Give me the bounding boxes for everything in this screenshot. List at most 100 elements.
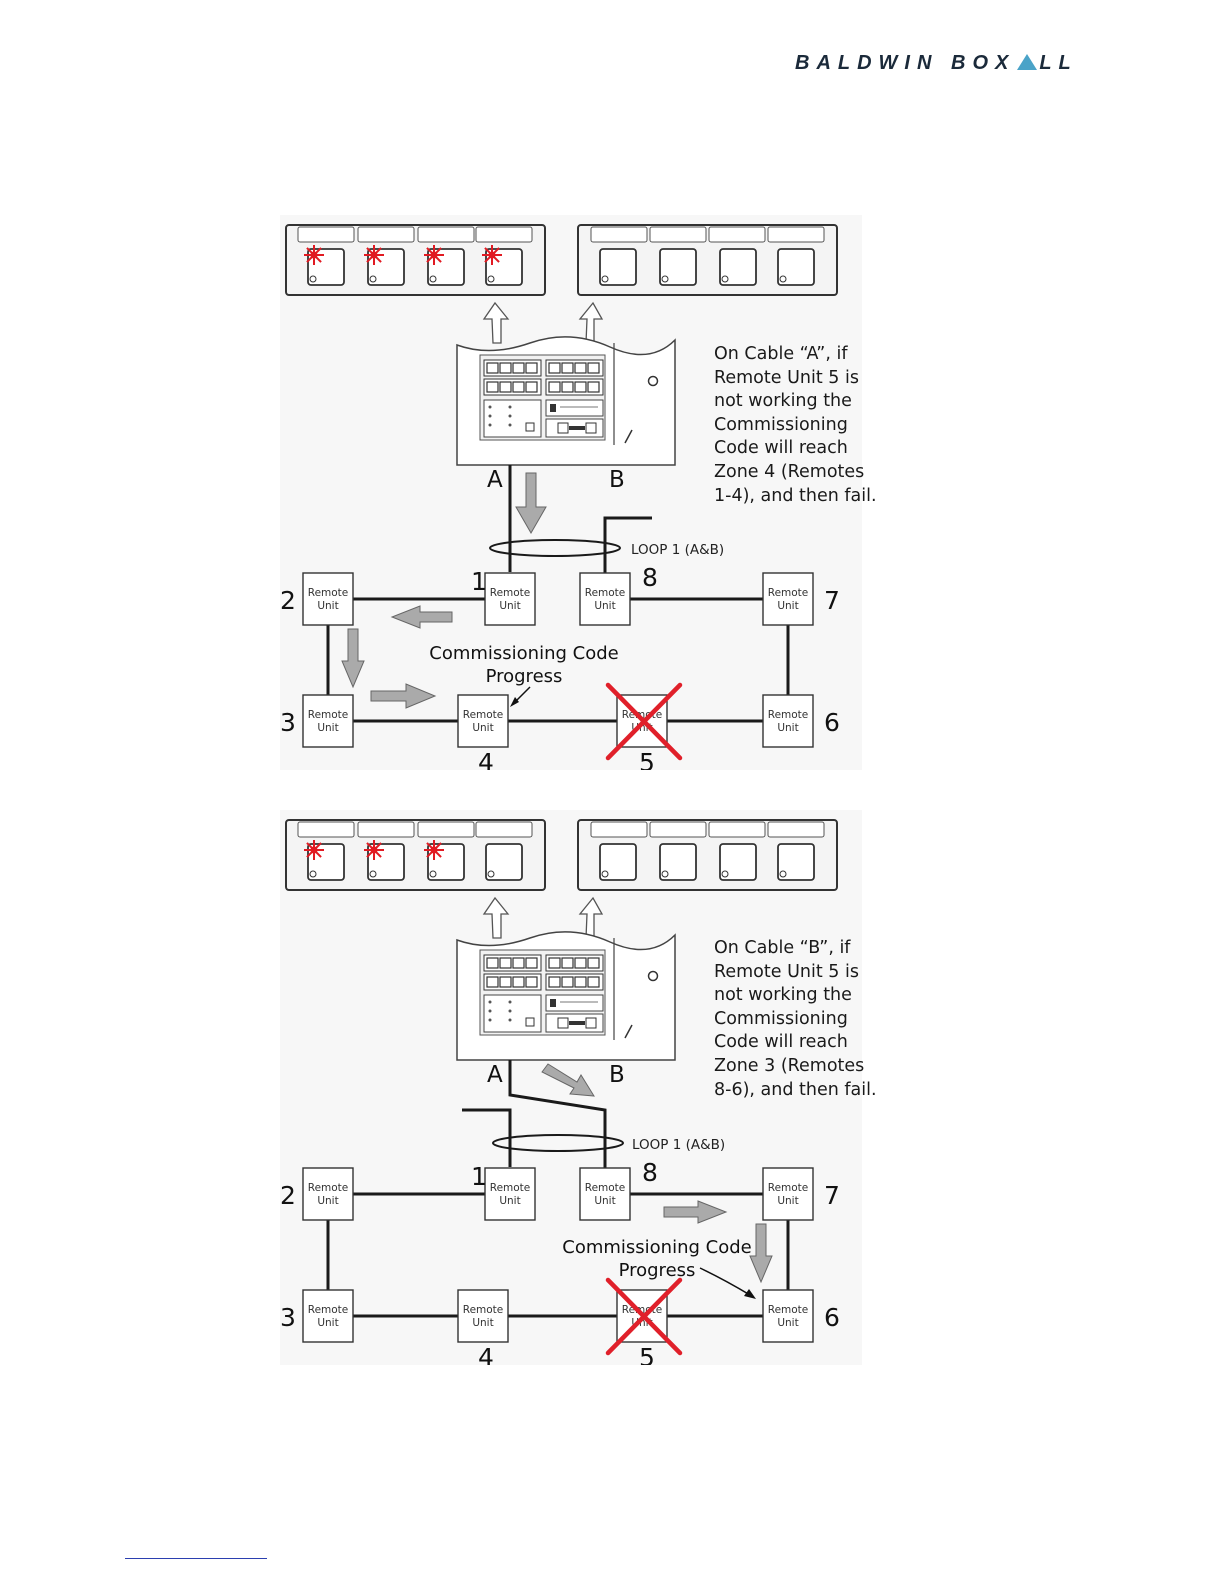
lit-led-icon [364, 245, 384, 265]
unit-number-3: 3 [280, 1303, 296, 1332]
svg-text:Unit: Unit [777, 600, 798, 612]
svg-text:Remote: Remote [768, 709, 809, 721]
up-arrow-icon [578, 301, 604, 344]
progress-arrow-icon [390, 605, 453, 629]
progress-arrow-icon [515, 472, 547, 535]
explanation-note-b: On Cable “B”, if Remote Unit 5 is not wo… [714, 938, 877, 1100]
svg-text:Remote: Remote [768, 1182, 809, 1194]
svg-text:Remote: Remote [308, 587, 349, 599]
svg-text:Remote: Remote [463, 1304, 504, 1316]
zone-board-right [577, 819, 838, 891]
loop-ellipse [492, 1134, 624, 1152]
svg-text:Remote: Remote [768, 587, 809, 599]
svg-text:Unit: Unit [472, 722, 493, 734]
svg-text:Remote: Remote [585, 1182, 626, 1194]
loop-wiring [326, 1192, 790, 1318]
progress-arrow-icon [541, 1063, 595, 1097]
svg-text:Unit: Unit [499, 1195, 520, 1207]
zone-board-right [577, 224, 838, 296]
svg-text:Unit: Unit [317, 1195, 338, 1207]
unit-number-3: 3 [280, 708, 296, 737]
loop-label: LOOP 1 (A&B) [631, 542, 724, 558]
progress-label-line1: Commissioning Code [562, 1237, 751, 1258]
unit-number-7: 7 [824, 1181, 840, 1210]
svg-text:Remote: Remote [585, 587, 626, 599]
lit-led-icon [364, 840, 384, 860]
controller-unit [456, 336, 676, 466]
unit-number-4: 4 [478, 748, 494, 770]
svg-text:Remote: Remote [308, 709, 349, 721]
cable-b-line [603, 516, 652, 575]
zone-board-left [285, 819, 546, 891]
up-arrow-icon [578, 896, 604, 939]
svg-text:Remote: Remote [308, 1304, 349, 1316]
brand-triangle-icon [1017, 54, 1038, 70]
loop-ellipse [489, 539, 621, 557]
svg-text:Remote: Remote [490, 1182, 531, 1194]
cable-b-line [508, 1060, 607, 1168]
footer-rule [125, 1558, 267, 1559]
unit-number-8: 8 [642, 1158, 658, 1187]
progress-label-line2: Progress [619, 1260, 696, 1281]
unit-number-6: 6 [824, 708, 840, 737]
unit-number-5: 5 [639, 748, 655, 770]
lit-led-icon [304, 245, 324, 265]
svg-text:Unit: Unit [317, 1317, 338, 1329]
progress-label-line2: Progress [486, 666, 563, 687]
zone-leds-b [304, 840, 444, 860]
lit-led-icon [424, 840, 444, 860]
up-arrow-icon [482, 896, 510, 939]
controller-unit [456, 931, 676, 1061]
svg-text:Unit: Unit [777, 1195, 798, 1207]
svg-text:Unit: Unit [594, 1195, 615, 1207]
unit-number-7: 7 [824, 586, 840, 615]
fault-cross-icon [605, 682, 683, 761]
progress-arrow-icon [370, 683, 437, 709]
svg-text:Unit: Unit [594, 600, 615, 612]
explanation-note-a: On Cable “A”, if Remote Unit 5 is not wo… [714, 344, 877, 506]
progress-arrow-icon [341, 628, 365, 689]
svg-text:Unit: Unit [499, 600, 520, 612]
svg-text:Unit: Unit [777, 1317, 798, 1329]
cable-b-label: B [609, 467, 625, 493]
unit-number-5: 5 [639, 1343, 655, 1365]
svg-text:Unit: Unit [317, 722, 338, 734]
brand-text-left: BALDWIN [795, 52, 939, 74]
svg-text:Unit: Unit [777, 722, 798, 734]
brand-text-right: LL [1039, 52, 1078, 74]
cable-a-label: A [487, 467, 503, 493]
cable-b-label: B [609, 1062, 625, 1088]
svg-text:Unit: Unit [472, 1317, 493, 1329]
lit-led-icon [482, 245, 502, 265]
svg-text:Remote: Remote [308, 1182, 349, 1194]
loop-label: LOOP 1 (A&B) [632, 1137, 725, 1153]
svg-text:Remote: Remote [768, 1304, 809, 1316]
up-arrow-icon [482, 301, 510, 344]
zone-leds-a [304, 245, 502, 265]
cable-a-label: A [487, 1062, 503, 1088]
loop-wiring [326, 597, 790, 723]
fault-cross-icon [605, 1277, 683, 1356]
progress-arrow-icon [663, 1200, 728, 1224]
progress-arrow-icon [749, 1223, 773, 1284]
unit-number-2: 2 [280, 586, 296, 615]
unit-number-2: 2 [280, 1181, 296, 1210]
unit-number-1: 1 [471, 567, 487, 596]
unit-number-6: 6 [824, 1303, 840, 1332]
